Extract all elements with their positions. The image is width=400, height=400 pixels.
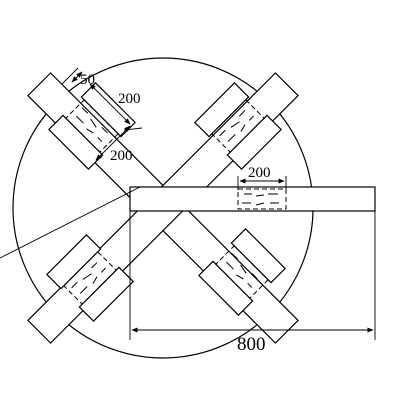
dim-label-800: 800 <box>237 334 266 355</box>
dimension-50 <box>61 67 83 85</box>
dimension-800 <box>129 211 376 340</box>
dim-label-50: 50 <box>80 72 95 88</box>
beam-insert <box>237 188 287 210</box>
horizontal-beam <box>129 186 376 212</box>
pad-lower-right <box>198 228 286 316</box>
dimension-200-beam <box>237 176 287 190</box>
dim-label-200-beam: 200 <box>248 165 271 181</box>
dimension-200-left <box>95 125 131 161</box>
dim-label-200-left: 200 <box>110 148 133 164</box>
dim-label-200-top: 200 <box>118 91 141 107</box>
leader-line <box>0 186 141 259</box>
pad-upper-right <box>194 82 282 170</box>
